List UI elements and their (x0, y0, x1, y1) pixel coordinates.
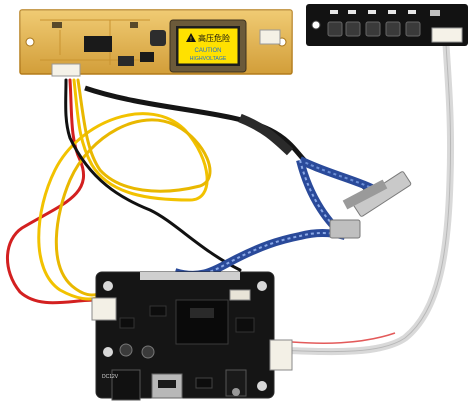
keypad-button-4 (385, 21, 401, 37)
keypad-button-1 (327, 21, 343, 37)
keypad-button-2 (345, 21, 361, 37)
controller-main-chip (175, 299, 229, 345)
inverter-wire-harness (6, 78, 242, 305)
black-wire-inverter (64, 78, 242, 272)
keypad-led (430, 10, 440, 16)
controller-lvds-header (140, 272, 240, 280)
svg-text:!: ! (190, 36, 192, 43)
warning-triangle-icon (186, 33, 196, 42)
keypad-connector (431, 27, 463, 43)
ribbon-red-stripe (291, 332, 396, 344)
red-wire (6, 78, 98, 305)
warning-text-en-2: HIGHVOLTAGE (190, 56, 227, 62)
high-voltage-warning-label: ! 高压危险 CAUTION HIGHVOLTAGE (177, 27, 239, 65)
inverter-board: ! 高压危险 CAUTION HIGHVOLTAGE (19, 9, 293, 77)
keypad-ribbon-cable (274, 43, 455, 356)
warning-text-cn: 高压危险 (198, 33, 230, 43)
dc-power-jack (111, 369, 141, 401)
controller-keypad-connector (269, 339, 293, 371)
keypad-button-3 (365, 21, 381, 37)
controller-board: DC12V (91, 271, 293, 401)
lvds-panel-connector (329, 171, 412, 239)
inverter-input-connector (51, 63, 81, 77)
yellow-wire-2 (54, 78, 212, 297)
hdmi-port (151, 373, 183, 399)
inverter-output-connector (259, 29, 281, 45)
keypad-button-5 (405, 21, 421, 37)
dc-port-label: DC12V (102, 374, 119, 380)
cable-sleeve (238, 113, 294, 156)
keypad-board (306, 4, 468, 46)
inverter-chip (84, 36, 112, 52)
controller-inverter-connector (91, 297, 117, 321)
warning-text-en-1: CAUTION (195, 48, 222, 54)
